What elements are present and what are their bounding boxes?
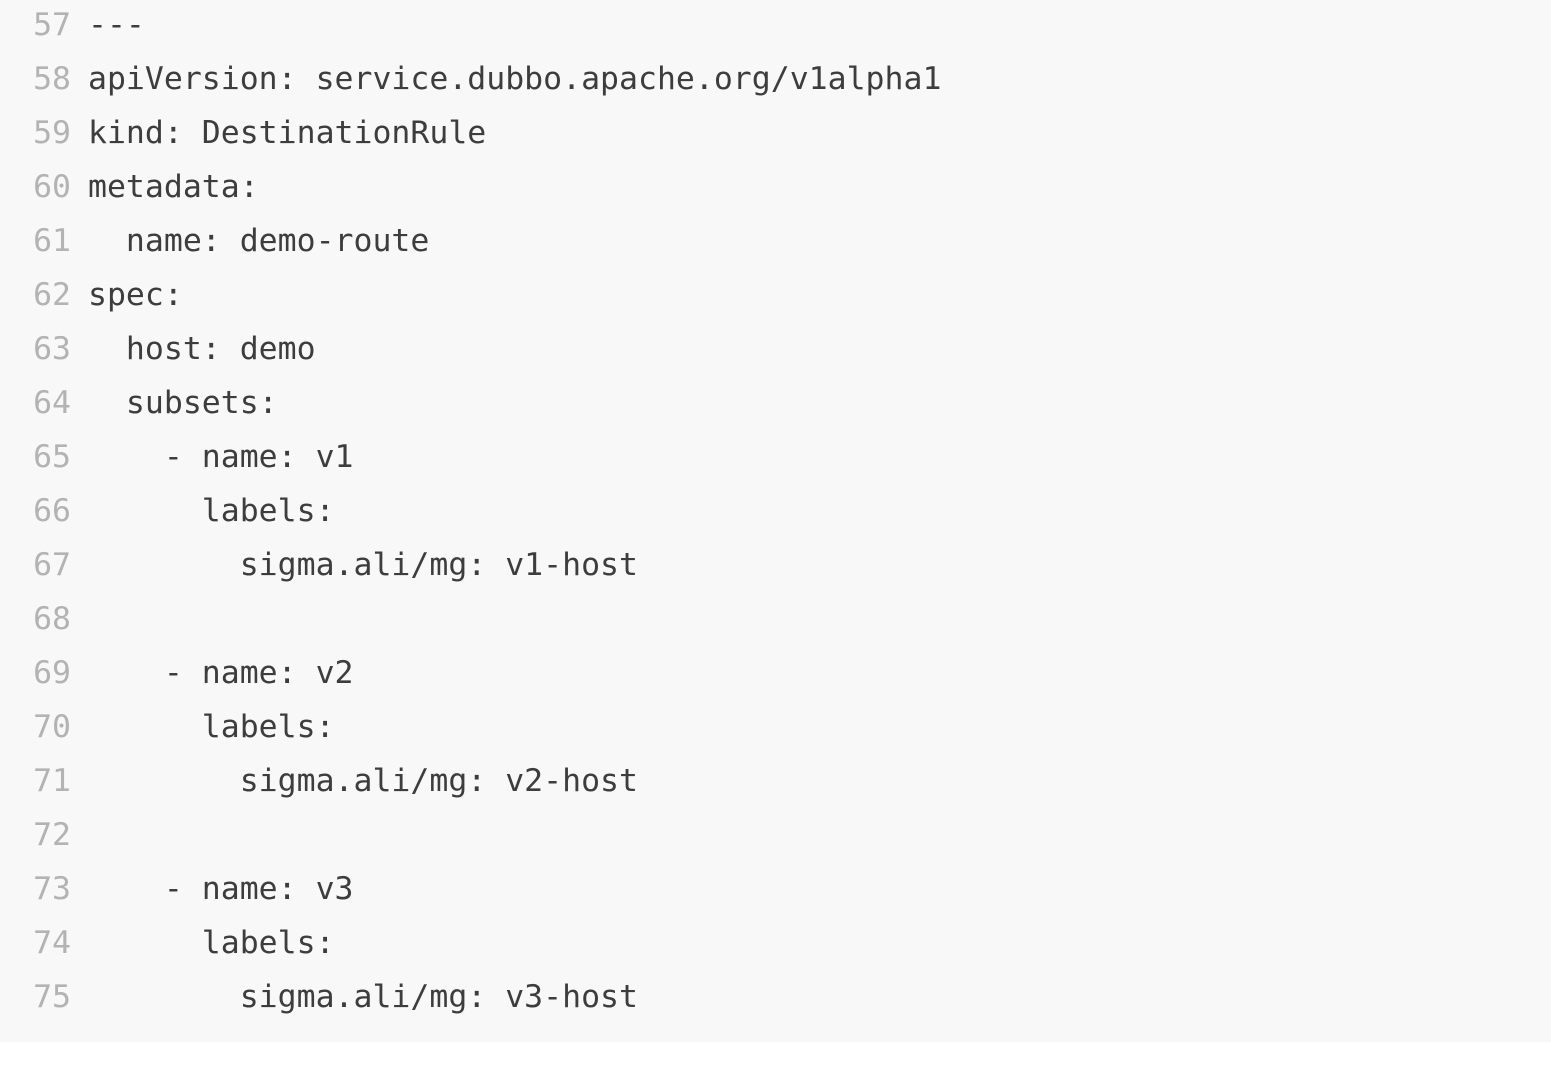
line-number: 75 xyxy=(33,979,71,1015)
line-text: labels: xyxy=(88,709,335,745)
line-number: 67 xyxy=(33,547,71,583)
line-text: apiVersion: service.dubbo.apache.org/v1a… xyxy=(88,61,942,97)
line-text: - name: v3 xyxy=(88,871,354,907)
code-line[interactable]: 63 host: demo xyxy=(0,322,1551,376)
line-number: 74 xyxy=(33,925,71,961)
line-text: labels: xyxy=(88,925,335,961)
line-number: 65 xyxy=(33,439,71,475)
code-line[interactable]: 61 name: demo-route xyxy=(0,214,1551,268)
line-text: subsets: xyxy=(88,385,278,421)
line-text: spec: xyxy=(88,277,183,313)
line-number: 73 xyxy=(33,871,71,907)
code-line[interactable]: 71 sigma.ali/mg: v2-host xyxy=(0,754,1551,808)
line-text: sigma.ali/mg: v3-host xyxy=(88,979,638,1015)
code-line[interactable]: 64 subsets: xyxy=(0,376,1551,430)
code-line[interactable]: 67 sigma.ali/mg: v1-host xyxy=(0,538,1551,592)
line-number: 63 xyxy=(33,331,71,367)
line-text: --- xyxy=(88,7,145,43)
code-line[interactable]: 66 labels: xyxy=(0,484,1551,538)
code-line[interactable]: 73 - name: v3 xyxy=(0,862,1551,916)
code-line[interactable]: 65 - name: v1 xyxy=(0,430,1551,484)
line-number: 66 xyxy=(33,493,71,529)
code-line[interactable]: 69 - name: v2 xyxy=(0,646,1551,700)
line-text: labels: xyxy=(88,493,335,529)
code-line[interactable]: 68 xyxy=(0,592,1551,646)
line-text: metadata: xyxy=(88,169,259,205)
code-line[interactable]: 60 metadata: xyxy=(0,160,1551,214)
line-number: 64 xyxy=(33,385,71,421)
line-text: sigma.ali/mg: v2-host xyxy=(88,763,638,799)
code-line[interactable]: 58 apiVersion: service.dubbo.apache.org/… xyxy=(0,52,1551,106)
line-text: - name: v2 xyxy=(88,655,354,691)
line-text: sigma.ali/mg: v1-host xyxy=(88,547,638,583)
code-line[interactable]: 59 kind: DestinationRule xyxy=(0,106,1551,160)
line-number: 62 xyxy=(33,277,71,313)
line-number: 69 xyxy=(33,655,71,691)
line-number: 68 xyxy=(33,601,71,637)
line-number: 71 xyxy=(33,763,71,799)
code-line[interactable]: 62 spec: xyxy=(0,268,1551,322)
line-number: 72 xyxy=(33,817,71,853)
code-area[interactable]: 57 --- 58 apiVersion: service.dubbo.apac… xyxy=(0,0,1551,1024)
bottom-strip xyxy=(0,1042,1551,1067)
line-number: 58 xyxy=(33,61,71,97)
code-line[interactable]: 57 --- xyxy=(0,0,1551,52)
code-line[interactable]: 70 labels: xyxy=(0,700,1551,754)
code-line[interactable]: 74 labels: xyxy=(0,916,1551,970)
line-text: kind: DestinationRule xyxy=(88,115,487,151)
line-text: name: demo-route xyxy=(88,223,430,259)
line-text: - name: v1 xyxy=(88,439,354,475)
code-line[interactable]: 75 sigma.ali/mg: v3-host xyxy=(0,970,1551,1024)
line-number: 60 xyxy=(33,169,71,205)
line-number: 70 xyxy=(33,709,71,745)
code-line[interactable]: 72 xyxy=(0,808,1551,862)
line-number: 59 xyxy=(33,115,71,151)
line-number: 57 xyxy=(33,7,71,43)
line-number: 61 xyxy=(33,223,71,259)
line-text: host: demo xyxy=(88,331,316,367)
